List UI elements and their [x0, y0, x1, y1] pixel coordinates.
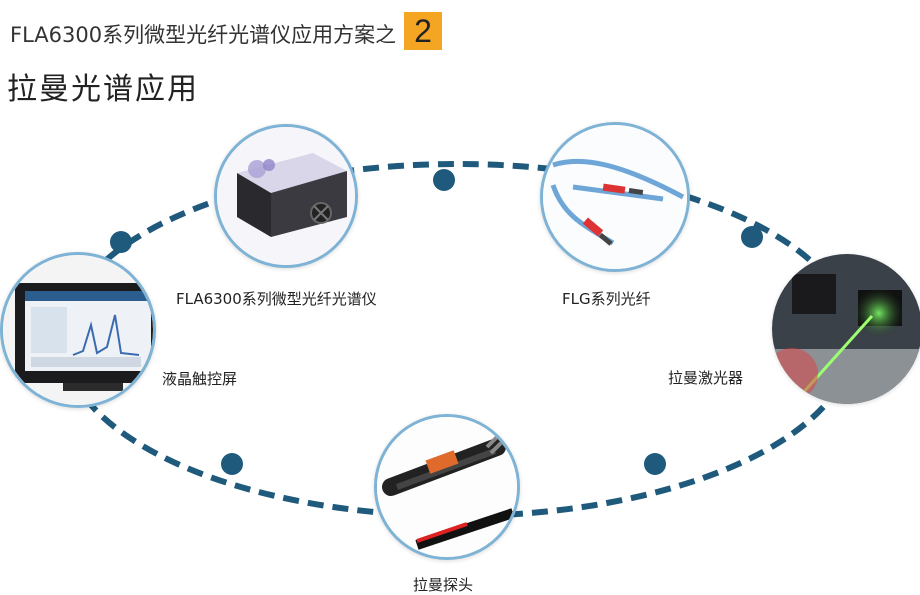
screen-image	[0, 252, 156, 408]
spectrometer-label: FLA6300系列微型光纤光谱仪	[176, 290, 377, 308]
fiber-image	[540, 122, 690, 272]
ring-dot-left	[110, 231, 132, 253]
probe-label: 拉曼探头	[413, 576, 474, 594]
ring-dot-bottom-left	[221, 453, 243, 475]
probe-image	[374, 414, 520, 560]
laser-label: 拉曼激光器	[668, 369, 744, 387]
ring-dot-bottom-right	[644, 453, 666, 475]
ring-dot-right	[741, 226, 763, 248]
page-title: 拉曼光谱应用	[7, 72, 199, 107]
screen-label: 液晶触控屏	[162, 370, 238, 388]
ring-dot-top	[433, 169, 455, 191]
fiber-label: FLG系列光纤	[562, 290, 651, 308]
header: FLA6300系列微型光纤光谱仪应用方案之 2	[10, 10, 443, 50]
spectrometer-image	[214, 124, 358, 268]
subtitle: FLA6300系列微型光纤光谱仪应用方案之	[10, 23, 397, 47]
laser-image	[772, 254, 920, 404]
number-badge: 2	[404, 12, 443, 50]
